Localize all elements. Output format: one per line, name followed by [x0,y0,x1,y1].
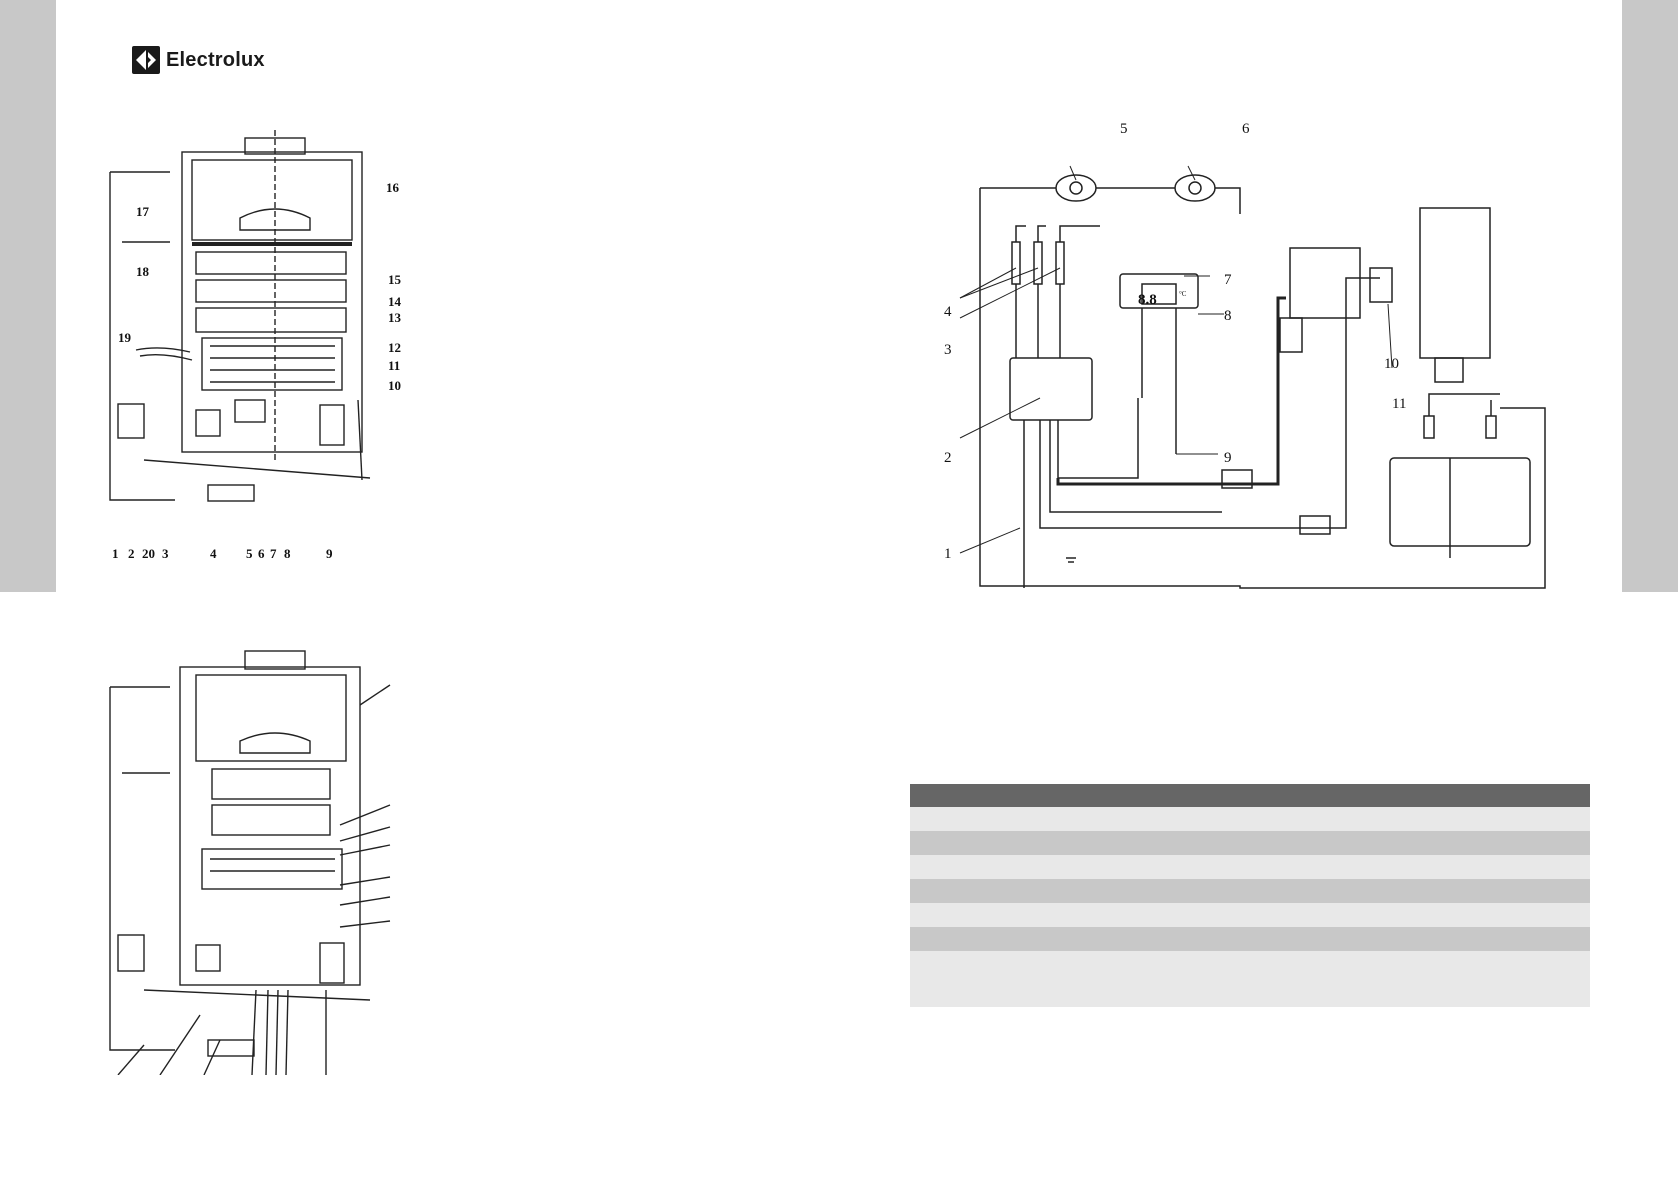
callout-5: 5 [246,546,253,561]
callout-14: 14 [388,294,402,309]
callout-15: 15 [388,272,402,287]
callout-18: 18 [136,264,150,279]
page-edge-strip-left [0,0,56,592]
wiring-diagram: 8.8 °C 5 6 4 3 7 8 10 2 9 11 1 [944,121,1546,589]
display-unit: °C [1179,290,1187,298]
callout-4: 4 [210,546,217,561]
table-row [910,951,1590,1007]
wiring-callout-11: 11 [1392,396,1406,412]
page-edge-strip-right [1622,0,1678,592]
callout-17: 17 [136,204,150,219]
wiring-callout-3: 3 [944,342,952,358]
callout-11: 11 [388,358,400,373]
wiring-callout-7: 7 [1224,272,1232,288]
brand-name: Electrolux [166,48,265,71]
callout-9: 9 [326,546,333,561]
callout-7: 7 [270,546,277,561]
callout-6: 6 [258,546,265,561]
wiring-callout-9: 9 [1224,450,1232,466]
heater-diagram-top: 17 16 18 15 14 13 19 12 11 10 1 2 20 3 4… [109,130,402,561]
callout-20: 20 [142,546,155,561]
table-row [910,831,1590,855]
wiring-callout-1: 1 [944,546,952,562]
wiring-callout-10: 10 [1384,356,1399,372]
spec-table [910,784,1590,1007]
wiring-callout-5: 5 [1120,121,1128,137]
table-header-row [910,784,1590,807]
wiring-callout-6: 6 [1242,121,1250,137]
wiring-callout-4: 4 [944,304,952,320]
brand-logo: Electrolux [132,46,265,74]
callout-16: 16 [386,180,400,195]
table-row [910,807,1590,831]
wiring-callout-2: 2 [944,450,952,466]
table-row [910,879,1590,903]
electrolux-logo-icon [132,46,160,74]
table-row [910,927,1590,951]
table-row [910,855,1590,879]
callout-1: 1 [112,546,119,561]
display-readout: 8.8 [1138,292,1157,308]
heater-diagram-bottom [109,650,391,1075]
callout-13: 13 [388,310,402,325]
callout-19: 19 [118,330,132,345]
table-row [910,903,1590,927]
callout-8: 8 [284,546,291,561]
wiring-callout-8: 8 [1224,308,1232,324]
callout-2: 2 [128,546,135,561]
callout-3: 3 [162,546,169,561]
callout-10: 10 [388,378,401,393]
callout-12: 12 [388,340,401,355]
